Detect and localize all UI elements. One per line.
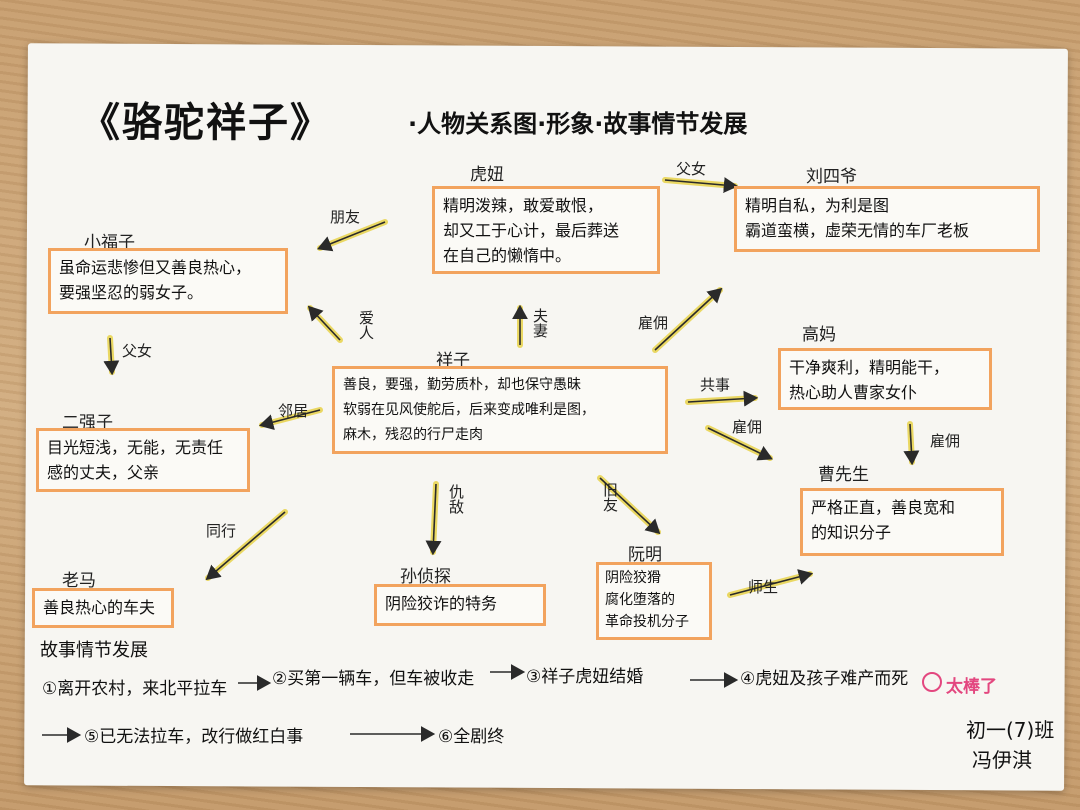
char-box-xiaofuzi: 虽命运悲惨但又善良热心， 要强坚忍的弱女子。 [48,248,288,314]
char-box-huniu: 精明泼辣，敢爱敢恨， 却又工于心计，最后葬送 在自己的懒惰中。 [432,186,660,274]
signature-name: 冯伊淇 [972,748,1032,772]
char-box-erqiangzi: 目光短浅，无能，无责任 感的丈夫，父亲 [36,428,250,492]
plot-step-5: ⑤已无法拉车，改行做红白事 [84,727,304,747]
char-name-ruanming: 阮明 [628,545,662,565]
praise-sticker: 太棒了 [946,677,997,697]
arrow-6 [103,337,120,376]
rel-label-shi-sheng: 师生 [748,578,779,596]
arrow-9 [707,427,773,461]
plot-step-1: ①离开农村，来北平拉车 [42,679,228,699]
char-box-gaoma: 干净爽利，精明能干， 热心助人曹家女仆 [778,348,992,410]
rel-label-lin-ju: 邻居 [278,402,309,420]
plot-step-2: ②买第一辆车，但车被收走 [272,669,475,689]
arrow-8 [687,390,759,407]
arrow-10 [903,423,920,466]
rel-label-peng-you: 朋友 [330,208,361,226]
char-box-sunzhentan: 阴险狡诈的特务 [374,584,546,626]
rel-label-jiu-you: 旧友 [601,482,619,512]
arrow-4 [654,287,723,351]
rel-label-fu-qi: 夫妻 [531,308,549,338]
char-desc-line: 善良热心的车夫 [43,598,156,617]
char-desc-line: 霸道蛮横，虚荣无情的车厂老板 [745,221,970,240]
char-box-liusiye: 精明自私，为利是图 霸道蛮横，虚荣无情的车厂老板 [734,186,1040,252]
char-name-liusiye: 刘四爷 [806,167,857,187]
signature-class: 初一(7)班 [966,718,1055,742]
char-desc-line: 在自己的懒惰中。 [443,246,572,265]
smiley-sticker-icon [922,672,942,692]
plot-step-4: ④虎妞及孩子难产而死 [740,669,909,689]
plot-step-6: ⑥全剧终 [438,727,505,747]
char-desc-line: 阴险狡猾 [605,570,661,586]
plot-step-3: ③祥子虎妞结婚 [526,667,644,687]
char-desc-line: 腐化堕落的 [605,592,675,608]
char-desc-line: 感的丈夫，父亲 [47,463,160,482]
char-desc-line: 目光短浅，无能，无责任 [47,438,224,457]
char-name-gaoma: 高妈 [802,325,836,345]
char-desc-line: 善良，要强，勤劳质朴，却也保守愚昧 [343,377,581,393]
arrow-14 [729,569,814,596]
arrow-7 [258,409,321,430]
char-name-caoxiansheng: 曹先生 [818,465,869,485]
arrow-11 [205,511,286,581]
char-desc-line: 虽命运悲惨但又善良热心， [59,258,252,277]
char-desc-line: 软弱在见风使舵后，后来变成唯利是图， [343,402,595,418]
rel-label-fu-nv-left: 父女 [122,342,153,360]
char-desc-line: 革命投机分子 [605,614,689,630]
char-desc-line: 阴险狡诈的特务 [385,594,498,613]
arrow-2 [317,221,386,252]
char-desc-line: 精明泼辣，敢爱敢恨， [443,196,604,215]
arrow-12 [425,483,442,556]
rel-label-gu-yong-top: 雇佣 [638,314,669,332]
char-desc-line: 干净爽利，精明能干， [789,358,950,377]
char-desc-line: 却又工于心计，最后葬送 [443,221,620,240]
arrow-13 [599,477,661,535]
rel-label-chou-di: 仇敌 [447,484,465,514]
char-desc-line: 严格正直，善良宽和 [811,498,956,517]
diagram-subtitle: ·人物关系图·形象·故事情节发展 [408,110,748,138]
char-desc-line: 麻木，残忍的行尸走肉 [343,427,483,443]
plot-header: 故事情节发展 [40,640,148,661]
char-desc-line: 要强坚忍的弱女子。 [59,283,204,302]
rel-label-tong-hang: 同行 [206,522,237,540]
rel-label-gu-yong-mid: 雇佣 [732,418,763,436]
char-desc-line: 精明自私，为利是图 [745,196,890,215]
diagram-title: 《骆驼祥子》 [80,99,332,146]
rel-label-ai-ren: 爱人 [357,310,375,340]
char-desc-line: 热心助人曹家女仆 [789,383,918,402]
rel-label-gu-yong-right: 雇佣 [930,432,961,450]
char-name-laoma: 老马 [62,571,96,591]
arrow-1 [664,177,739,194]
char-box-laoma: 善良热心的车夫 [32,588,174,628]
char-name-sunzhentan: 孙侦探 [400,567,451,587]
rel-label-fu-nv-top: 父女 [676,160,707,178]
char-box-caoxiansheng: 严格正直，善良宽和 的知识分子 [800,488,1004,556]
arrow-5 [307,305,341,341]
char-name-huniu: 虎妞 [470,165,504,185]
char-box-ruanming: 阴险狡猾 腐化堕落的 革命投机分子 [596,562,712,640]
char-box-xiangzi: 善良，要强，勤劳质朴，却也保守愚昧 软弱在见风使舵后，后来变成唯利是图， 麻木，… [332,366,668,454]
rel-label-gong-shi: 共事 [700,376,731,394]
char-desc-line: 的知识分子 [811,523,892,542]
